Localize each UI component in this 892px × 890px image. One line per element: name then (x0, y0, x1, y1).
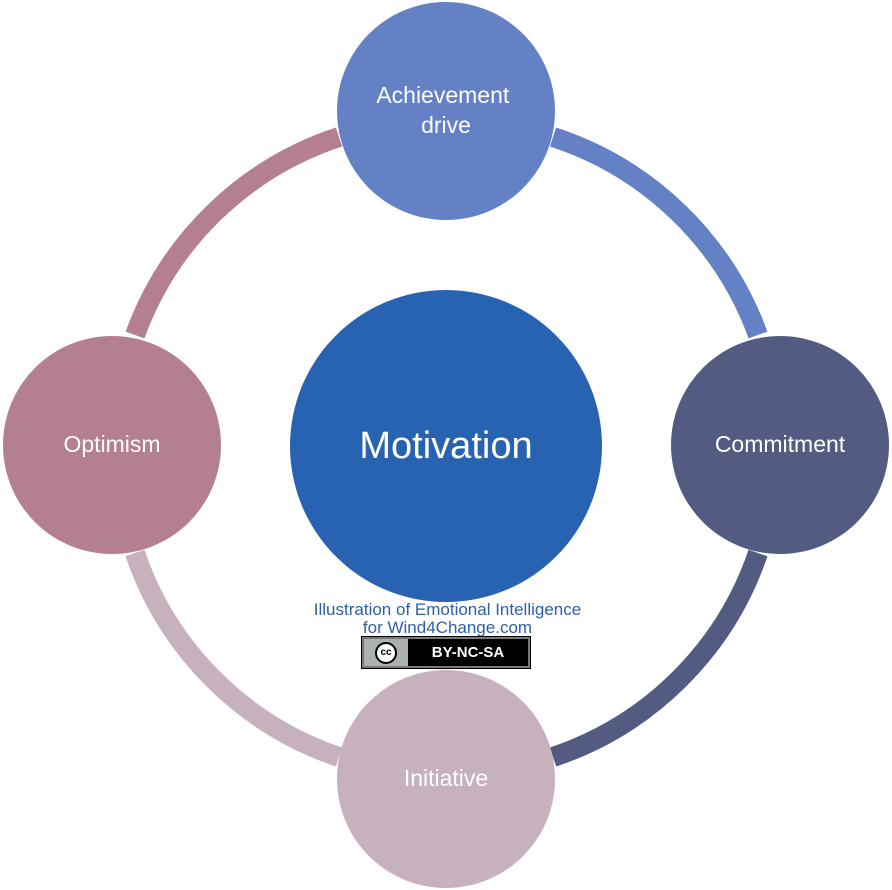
arc-commitment-to-initiative (549, 549, 768, 767)
achievement-circle (337, 2, 555, 220)
initiative-circle (337, 670, 555, 888)
center-node: Motivation (290, 290, 602, 602)
commitment-label: Commitment (715, 431, 846, 457)
credit-text-line-1: Illustration of Emotional Intelligence (313, 600, 582, 619)
node-achievement: Achievement drive (337, 2, 555, 220)
achievement-label-line-1: Achievement (376, 82, 510, 108)
achievement-label: Achievement drive (376, 82, 515, 138)
node-commitment: Commitment (671, 336, 889, 554)
center-label: Motivation (359, 425, 532, 467)
arc-achievement-to-commitment (549, 127, 768, 339)
optimism-circle (3, 336, 221, 554)
cc-icon: cc (375, 641, 397, 664)
node-optimism: Optimism (3, 336, 221, 554)
optimism-label: Optimism (63, 431, 160, 457)
credit-text-line-2: for Wind4Change.com (362, 618, 533, 637)
achievement-label-line-2: drive (421, 112, 471, 138)
initiative-label: Initiative (404, 765, 488, 791)
arc-optimism-to-achievement (125, 127, 343, 339)
license-badge: cc BY-NC-SA (361, 636, 531, 669)
arc-initiative-to-optimism (125, 549, 343, 767)
center-circle (290, 290, 602, 602)
node-initiative: Initiative (337, 670, 555, 888)
commitment-circle (671, 336, 889, 554)
license-badge-icon-area: cc (364, 639, 408, 666)
license-label: BY-NC-SA (431, 644, 505, 661)
